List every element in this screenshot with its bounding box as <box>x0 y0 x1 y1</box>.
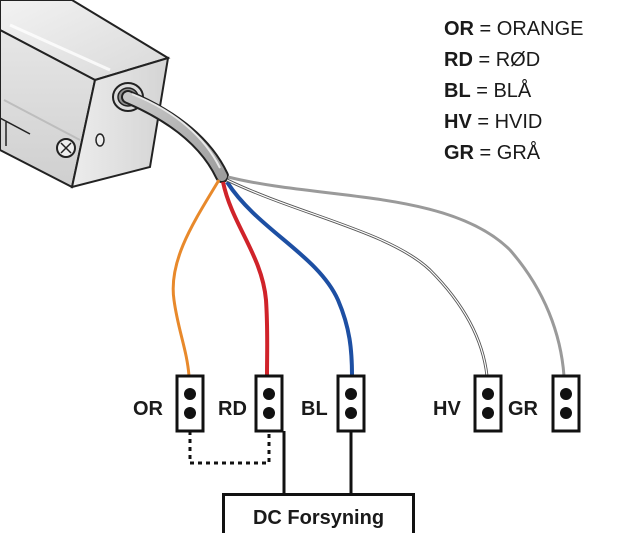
connector-label-gr: GR <box>508 398 538 420</box>
legend-code: HV <box>444 111 472 133</box>
legend-separator: = <box>471 111 495 133</box>
legend-color-name: HVID <box>494 111 543 133</box>
connector-label-hv: HV <box>433 398 461 420</box>
legend-color-name: BLÅ <box>493 80 532 102</box>
legend-code: OR <box>444 18 474 40</box>
legend-separator: = <box>472 49 496 71</box>
legend-separator: = <box>470 80 494 102</box>
legend-code: RD <box>444 49 473 71</box>
wire-or <box>171 179 221 377</box>
legend-row-rd: RD = RØD <box>444 45 583 76</box>
legend-color-name: GRÅ <box>496 142 541 164</box>
connector-label-or: OR <box>133 398 163 420</box>
legend-separator: = <box>474 142 497 164</box>
dc-supply-label: DC Forsyning <box>252 507 385 529</box>
legend-row-or: OR = ORANGE <box>444 14 583 45</box>
main-cable <box>121 90 229 183</box>
legend-color-name: RØD <box>495 49 541 71</box>
terminal-gr <box>551 374 581 433</box>
wire-gr <box>227 175 566 377</box>
terminal-or <box>175 374 205 433</box>
terminal-bl <box>336 374 366 433</box>
legend-code: BL <box>444 80 471 102</box>
connector-label-rd: RD <box>218 398 247 420</box>
legend-separator: = <box>474 18 497 40</box>
wire-rd <box>221 181 270 377</box>
connector-label-bl: BL <box>301 398 328 420</box>
legend-row-gr: GR = GRÅ <box>444 138 583 169</box>
terminal-rd <box>254 374 284 433</box>
legend-row-hv: HV = HVID <box>444 107 583 138</box>
legend-color-name: ORANGE <box>496 18 584 40</box>
actuator-housing <box>0 0 171 189</box>
legend-code: GR <box>444 142 474 164</box>
wires <box>171 175 566 377</box>
legend-row-bl: BL = BLÅ <box>444 76 583 107</box>
color-legend: OR = ORANGE RD = RØD BL = BLÅ HV = HVID … <box>444 14 583 169</box>
terminal-hv <box>473 374 503 433</box>
jumper-link <box>188 431 271 465</box>
wire-bl <box>225 180 354 377</box>
dc-supply-box: DC Forsyning <box>222 493 415 533</box>
